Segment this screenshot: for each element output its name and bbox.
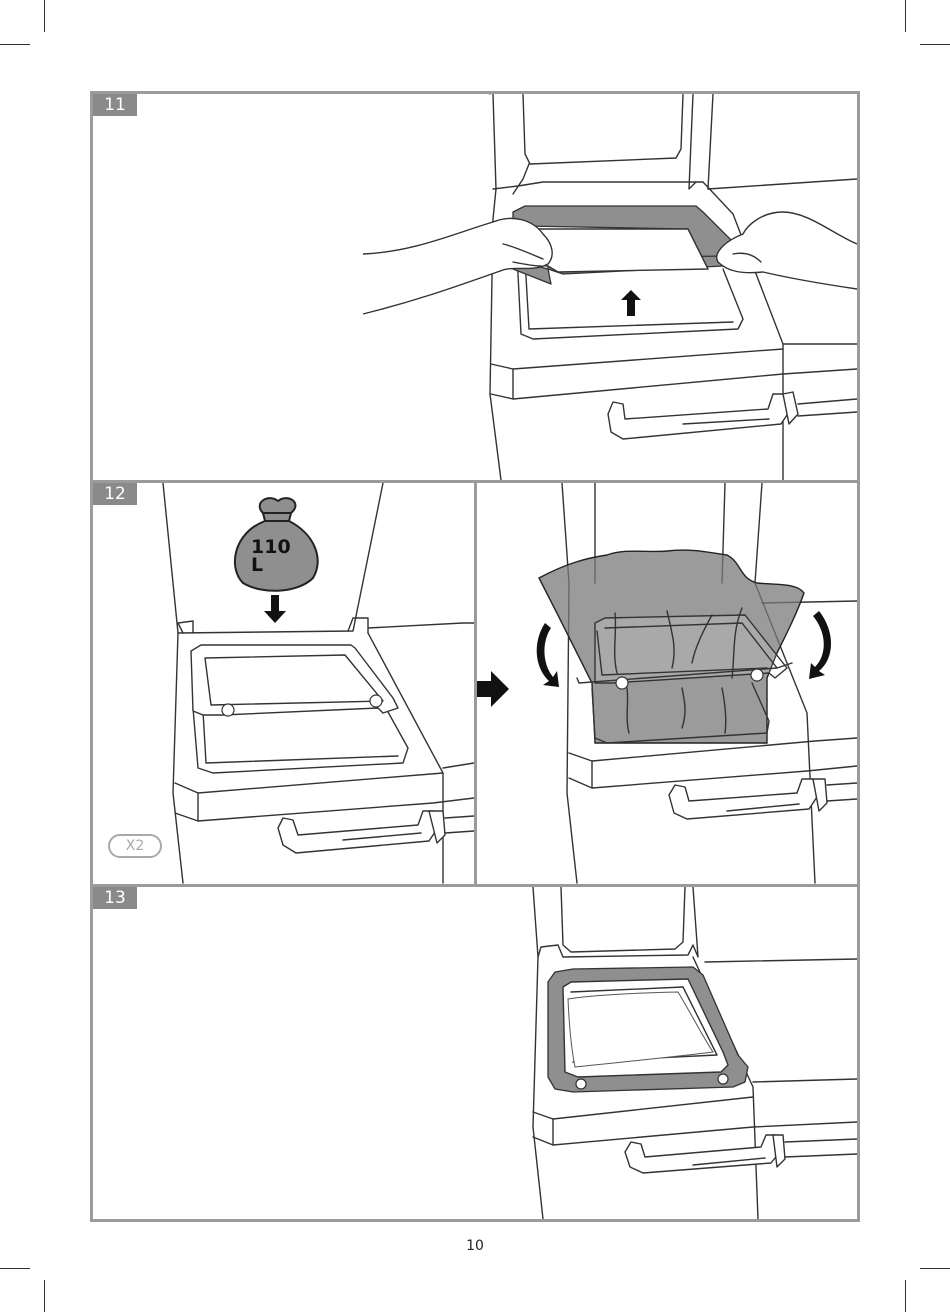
up-arrow-icon <box>621 290 641 316</box>
bag-capacity-unit: L <box>251 554 263 576</box>
down-arrow-icon <box>264 595 286 623</box>
step-13-panel: 13 <box>93 887 857 1219</box>
crop-mark <box>0 1268 30 1269</box>
crop-mark <box>44 0 45 32</box>
crop-mark <box>0 44 30 45</box>
right-arrow-icon <box>473 669 513 709</box>
crop-mark <box>905 1280 906 1312</box>
instruction-frame: 11 <box>90 91 860 1222</box>
step-number: 12 <box>93 483 137 505</box>
page-number: 10 <box>0 1238 950 1254</box>
step-number: 11 <box>93 94 137 116</box>
step-12-left-panel: 12 <box>93 483 477 887</box>
step-11-panel: 11 <box>93 94 857 483</box>
rotate-arrow-icon <box>809 611 831 679</box>
crop-mark <box>905 0 906 32</box>
rotate-arrow-icon <box>537 623 559 687</box>
step-12-right-panel <box>477 483 857 887</box>
step-11-illustration <box>93 94 857 480</box>
crop-mark <box>44 1280 45 1312</box>
step-12-right-illustration <box>477 483 857 884</box>
step-number: 13 <box>93 887 137 909</box>
quantity-badge: X2 <box>108 834 162 858</box>
crop-mark <box>920 44 950 45</box>
step-12-left-illustration: 110 L <box>93 483 474 884</box>
step-13-illustration <box>93 887 857 1219</box>
crop-mark <box>920 1268 950 1269</box>
